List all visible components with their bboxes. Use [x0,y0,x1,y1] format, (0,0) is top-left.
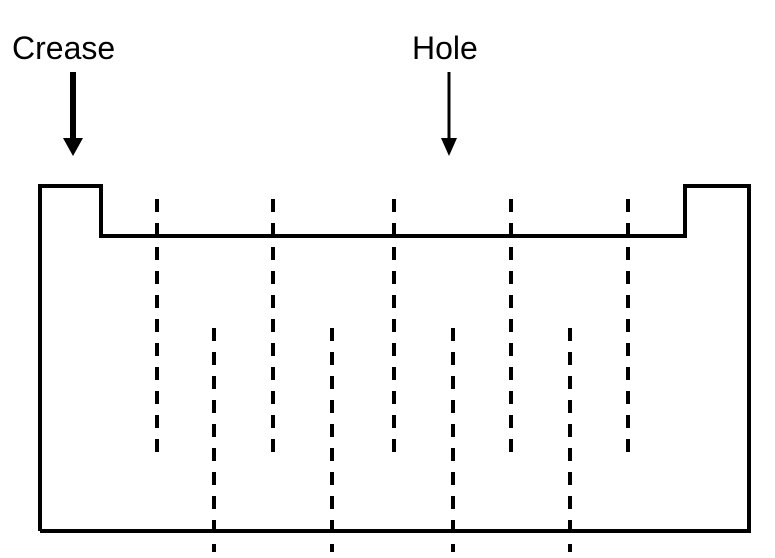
sheet-outline [38,184,751,533]
crease-arrow [63,72,83,156]
upper-fold-lines [155,199,630,454]
crease-label: Crease [12,30,116,66]
hole-label: Hole [412,30,478,66]
hole-arrow [441,72,457,156]
